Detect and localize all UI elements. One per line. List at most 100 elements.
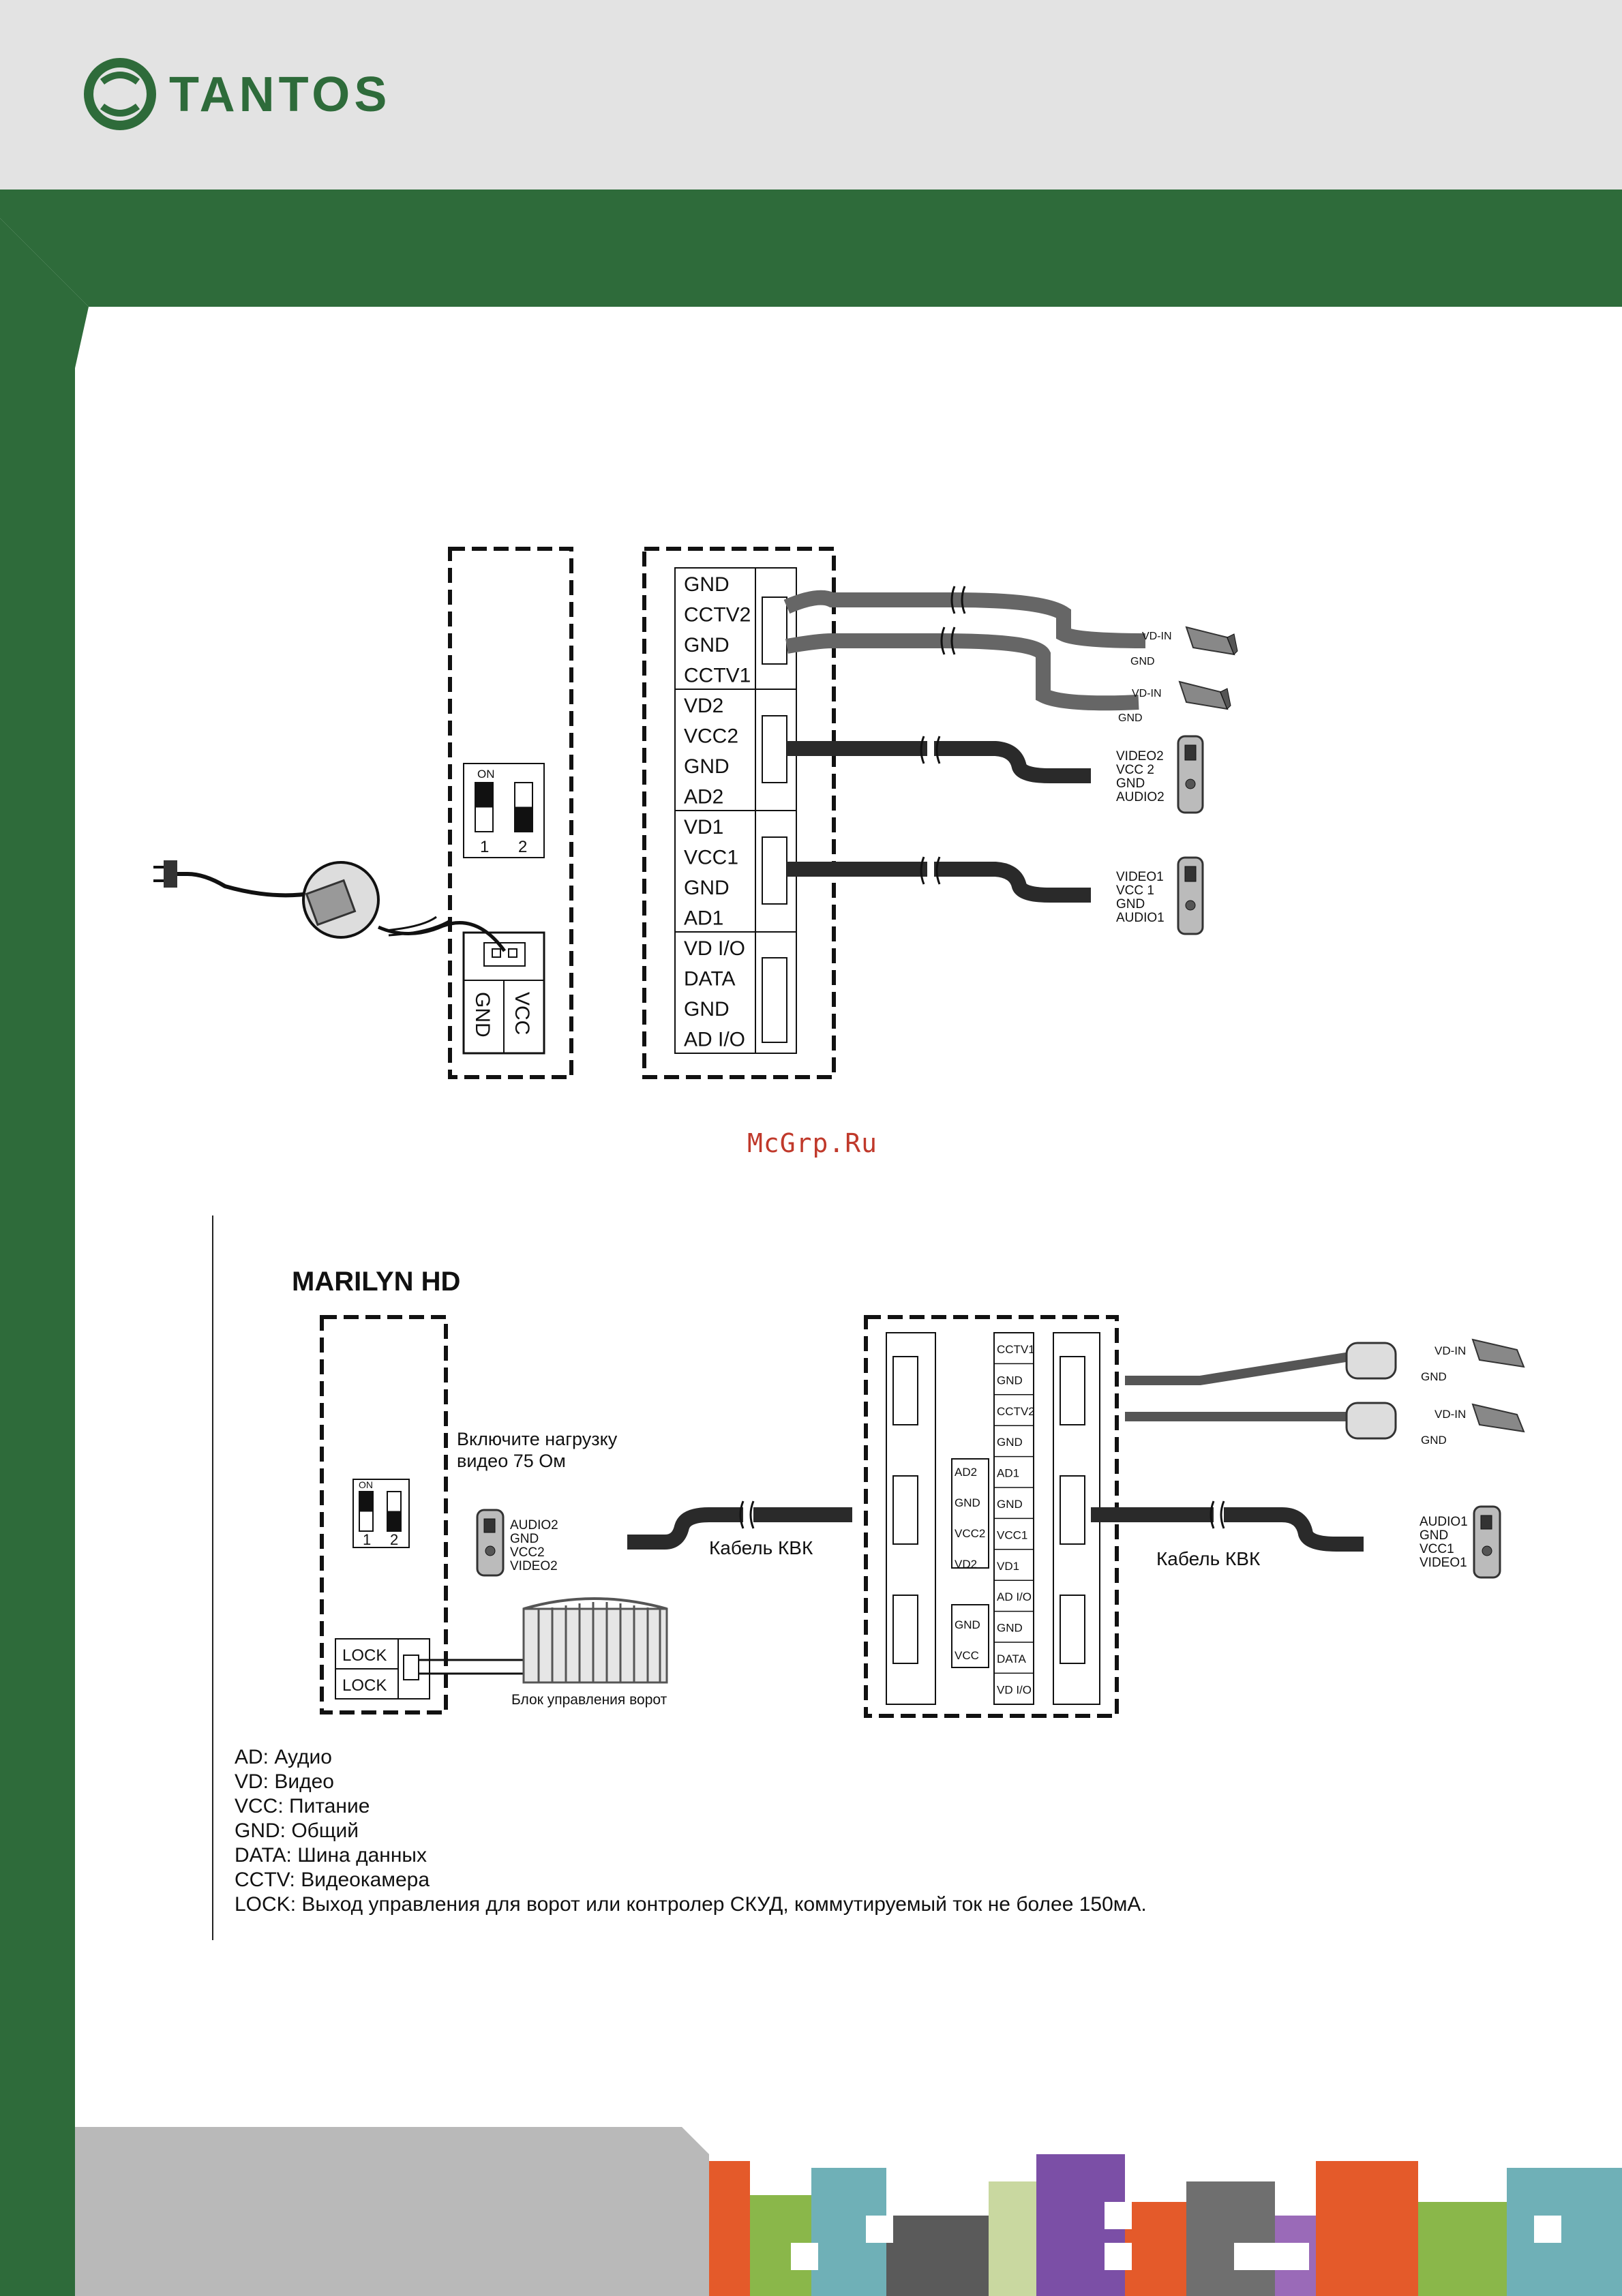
legend-item: LOCK: Выход управления для ворот или кон… — [235, 1893, 1147, 1916]
camera-gnd-label: GND — [1118, 712, 1143, 724]
mid-col-label: GND — [955, 1496, 980, 1509]
mid-col-label: VD2 — [955, 1558, 977, 1571]
panel-wire-label: GND — [1116, 897, 1145, 911]
cable-label: Кабель КВК — [1156, 1548, 1261, 1569]
dip-on-label: ON — [359, 1479, 373, 1490]
diagram1 — [153, 547, 1238, 1079]
terminal-label: AD1 — [684, 907, 723, 930]
terminal-label: AD I/O — [684, 1029, 745, 1051]
terminal-label: GND — [684, 573, 730, 596]
panel-wire-label: VCC 2 — [1116, 763, 1154, 777]
right-col-label: GND — [997, 1374, 1023, 1387]
panel-wire-label: AUDIO1 — [1420, 1515, 1468, 1529]
door-panel-icon — [476, 1509, 505, 1577]
terminal-label: VD I/O — [684, 937, 745, 960]
terminal-label: GND — [684, 877, 730, 899]
diagram2 — [320, 1315, 1525, 1718]
watermark: McGrp.Ru — [747, 1128, 878, 1158]
terminal-label: GND — [684, 998, 730, 1021]
terminal-label: GND — [684, 634, 730, 656]
gate-icon — [522, 1597, 668, 1684]
right-col-label: VD1 — [997, 1560, 1019, 1573]
right-col-label: DATA — [997, 1652, 1026, 1665]
door-panel-icon — [1177, 735, 1204, 935]
legend-item: AD: Аудио — [235, 1746, 332, 1768]
mid-col-label: VCC — [955, 1649, 979, 1662]
legend-item: VD: Видео — [235, 1770, 334, 1793]
camera-gnd-label: GND — [1421, 1434, 1447, 1447]
footer-gray-block — [75, 2127, 709, 2296]
terminal-block — [642, 547, 836, 1079]
right-col-label: CCTV2 — [997, 1405, 1035, 1418]
right-col-label: AD1 — [997, 1467, 1019, 1480]
power-gnd-label: GND — [471, 992, 494, 1038]
mid-col-label: VCC2 — [955, 1527, 985, 1540]
panel-wire-label: VIDEO1 — [1420, 1556, 1467, 1570]
panel-wire-label: GND — [1420, 1528, 1448, 1543]
terminal-label: AD2 — [684, 786, 723, 809]
footer-buildings — [709, 2154, 1622, 2296]
panel-wire-label: VIDEO2 — [510, 1559, 558, 1573]
lock-label: LOCK — [342, 1646, 387, 1665]
right-col-label: AD I/O — [997, 1590, 1032, 1603]
camera-gnd-label: GND — [1421, 1370, 1447, 1383]
cctv-camera-icon — [1471, 1338, 1525, 1433]
terminal-label: VCC2 — [684, 725, 738, 748]
panel-wire-label: AUDIO2 — [1116, 790, 1165, 804]
terminal-label: VD2 — [684, 695, 723, 717]
mid-col-label: GND — [955, 1618, 980, 1631]
tantos-circle-logo — [84, 58, 156, 130]
panel-wire-label: VCC 1 — [1116, 883, 1154, 898]
central-unit — [864, 1315, 1119, 1718]
panel-wire-label: GND — [510, 1532, 539, 1546]
dip-number: 1 — [363, 1531, 371, 1548]
panel-wire-label: AUDIO2 — [510, 1518, 558, 1532]
terminal-label: GND — [684, 755, 730, 778]
camera-vd-in-label: VD-IN — [1435, 1344, 1466, 1357]
camera-gnd-label: GND — [1130, 656, 1155, 667]
power-vcc-label: VCC — [511, 992, 533, 1035]
terminal-label: CCTV2 — [684, 604, 751, 626]
camera-vd-in-label: VD-IN — [1435, 1408, 1466, 1421]
green-left-band — [0, 218, 89, 2296]
panel-wire-label: VCC1 — [1420, 1542, 1454, 1556]
legend-item: CCTV: Видеокамера — [235, 1869, 430, 1891]
panel-wire-label: AUDIO1 — [1116, 911, 1165, 925]
right-col-label: GND — [997, 1436, 1023, 1449]
dip-number: 2 — [518, 838, 527, 856]
mid-col-label: AD2 — [955, 1466, 977, 1479]
terminal-label: VCC1 — [684, 847, 738, 869]
door-panel-icon — [1473, 1505, 1501, 1579]
legend-item: GND: Общий — [235, 1819, 359, 1842]
right-col-label: GND — [997, 1622, 1023, 1635]
diagram2-title: MARILYN HD — [292, 1267, 461, 1297]
right-col-label: GND — [997, 1498, 1023, 1511]
legend: AD: Аудио VD: Видео VCC: Питание GND: Об… — [235, 1745, 1147, 1917]
gate-label: Блок управления ворот — [511, 1692, 667, 1708]
legend-item: VCC: Питание — [235, 1795, 370, 1817]
dip-number: 2 — [390, 1531, 398, 1548]
brand-name: TANTOS — [169, 67, 391, 122]
dip-number: 1 — [480, 838, 489, 856]
right-col-label: VD I/O — [997, 1683, 1032, 1696]
panel-wire-label: VIDEO2 — [1116, 749, 1164, 764]
cctv-camera-icon — [1178, 626, 1238, 710]
camera-vd-in-label: VD-IN — [1142, 631, 1172, 642]
terminal-label: VD1 — [684, 816, 723, 839]
panel-wire-label: VCC2 — [510, 1545, 545, 1560]
note-text: Включите нагрузку — [457, 1429, 618, 1449]
panel-wire-label: GND — [1116, 776, 1145, 791]
monitor-unit-left — [448, 547, 573, 1079]
camera-vd-in-label: VD-IN — [1132, 688, 1162, 699]
marilyn-unit — [320, 1315, 448, 1715]
cable-label: Кабель КВК — [709, 1537, 813, 1558]
header-band — [0, 0, 1622, 190]
terminal-label: DATA — [684, 968, 736, 991]
green-top-band — [0, 190, 1622, 307]
right-col-label: VCC1 — [997, 1528, 1027, 1541]
right-col-label: CCTV1 — [997, 1343, 1035, 1356]
panel-wire-label: VIDEO1 — [1116, 870, 1164, 884]
dip-on-label: ON — [477, 768, 495, 781]
